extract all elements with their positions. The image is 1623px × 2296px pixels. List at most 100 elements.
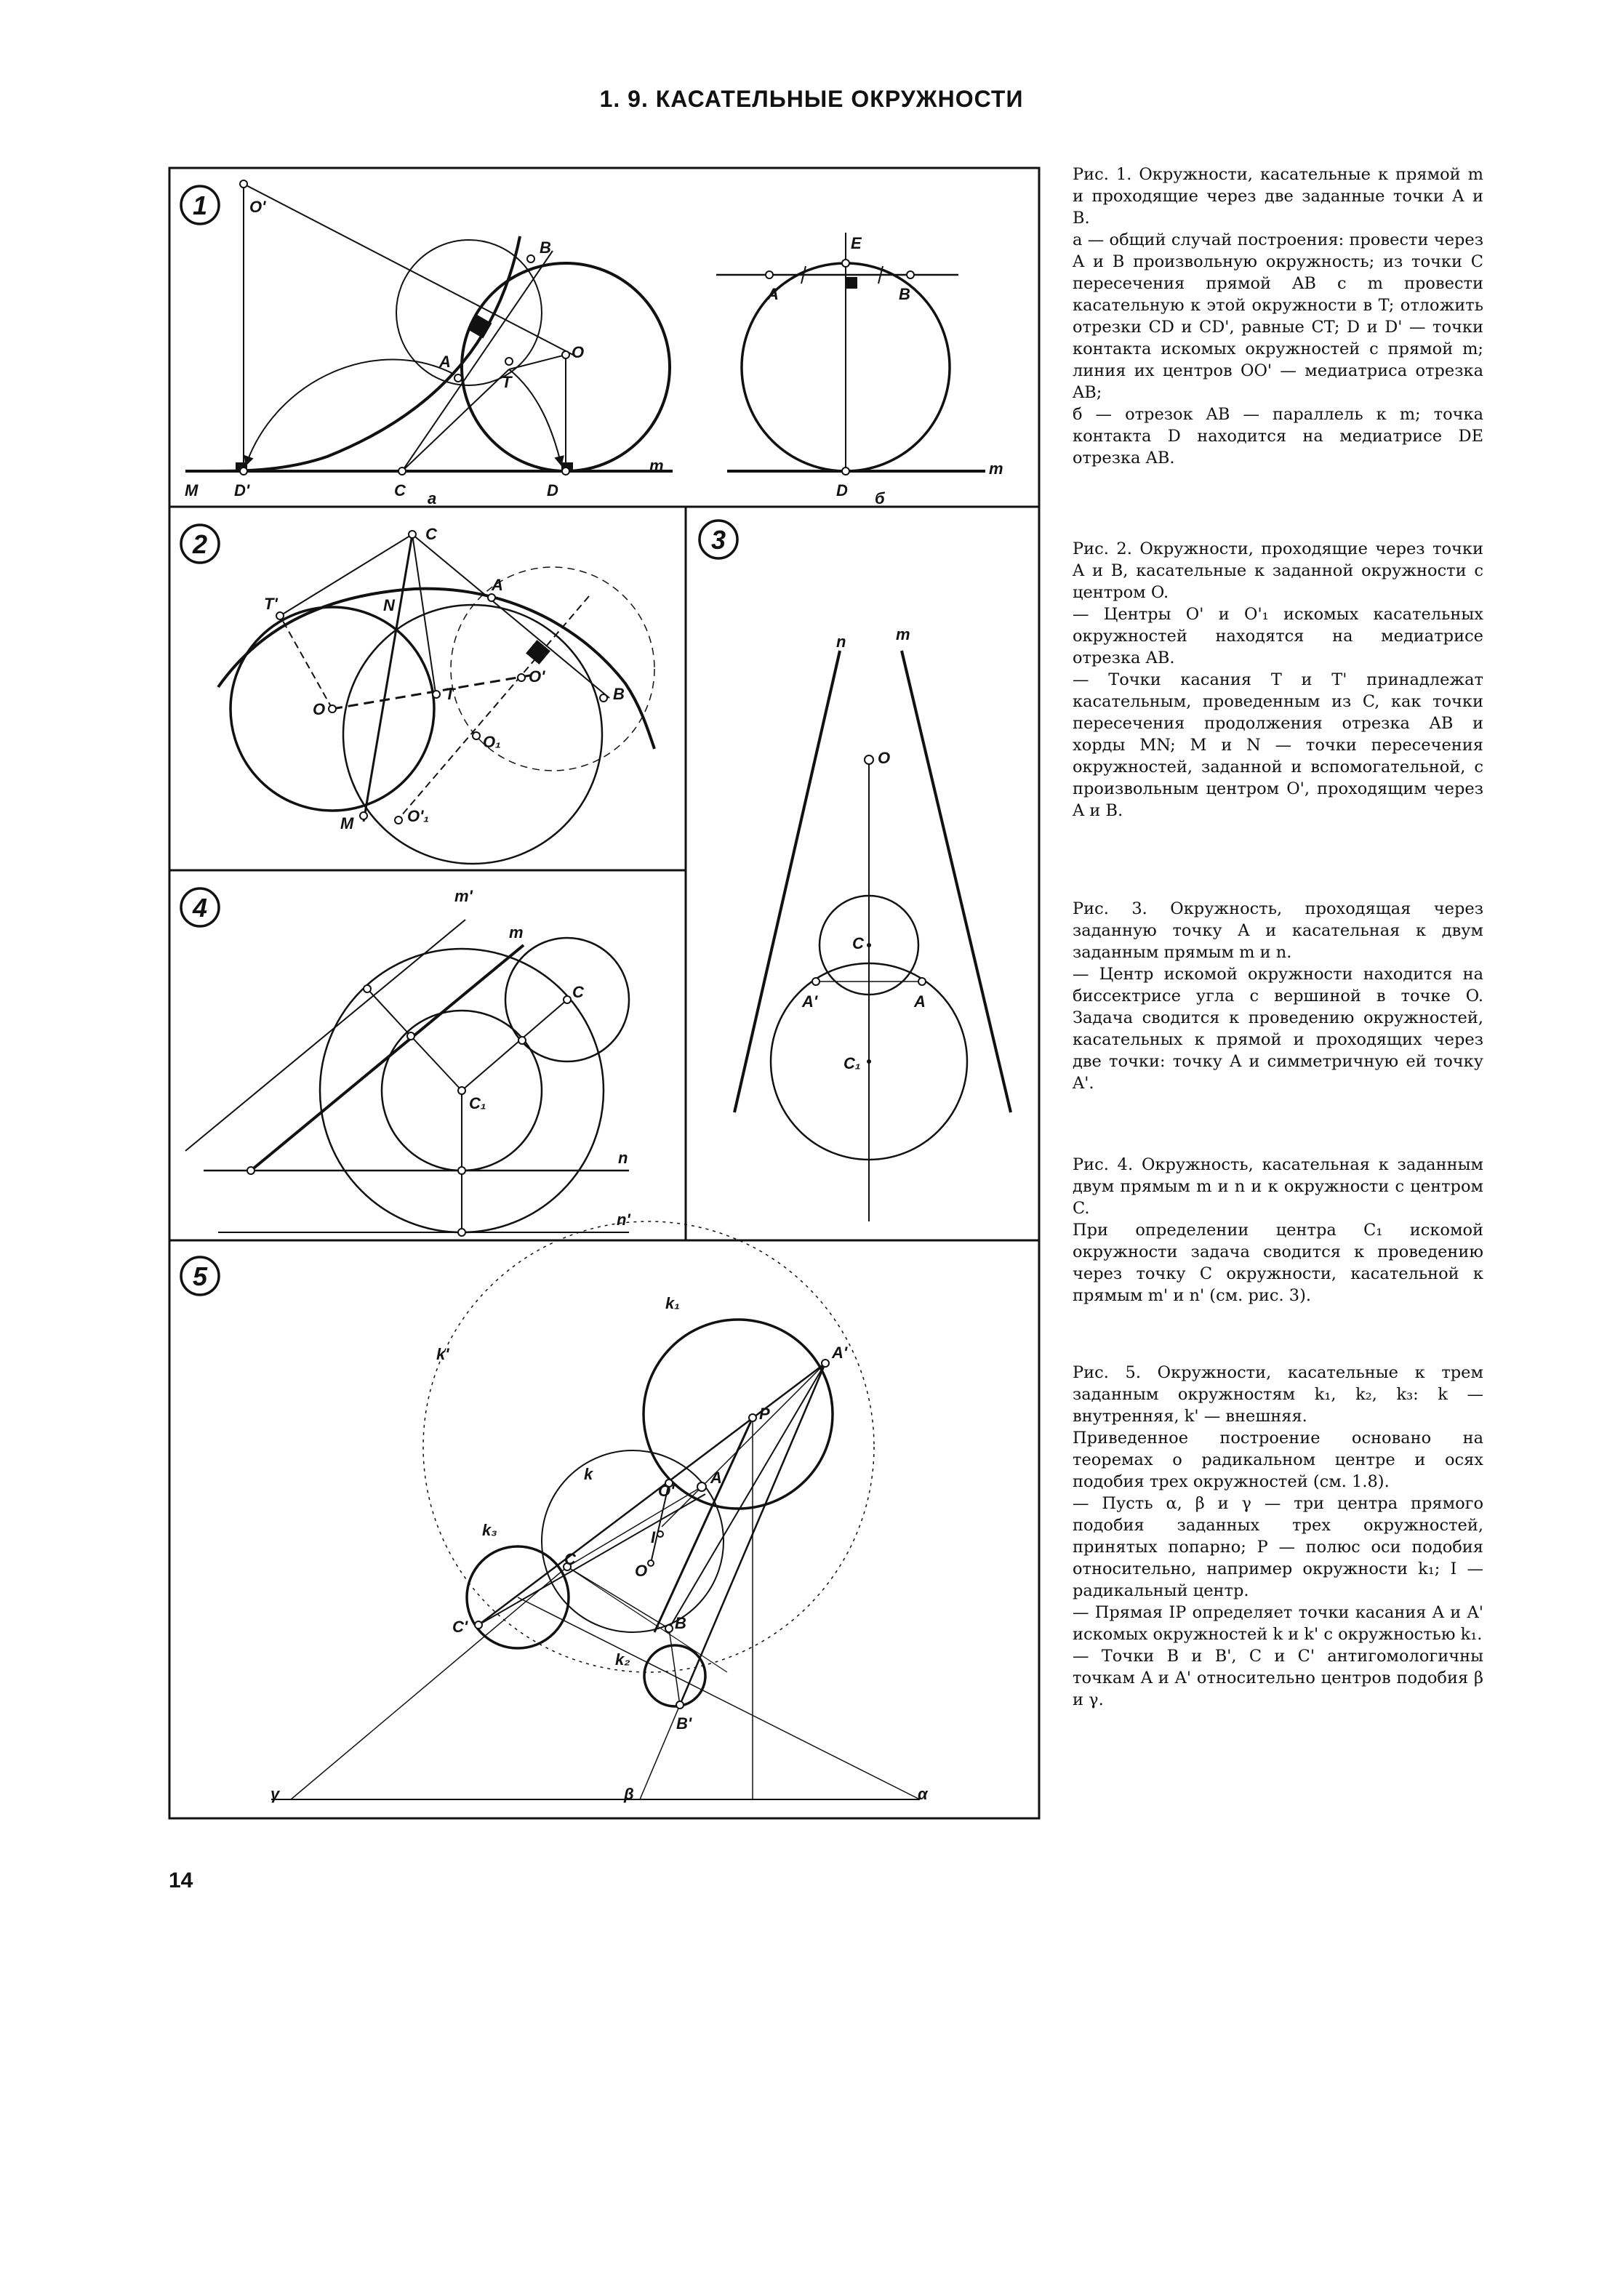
fig1-point-B [526,254,535,263]
fig5-label-k3: k₃ [482,1521,497,1539]
figure-2: 2 [180,523,656,865]
fig2-point-B [599,694,608,702]
fig5-point-P [748,1413,757,1422]
caption-fig4-title: Рис. 4. Окружность, касательная к заданн… [1073,1155,1483,1218]
fig5-point-A [697,1482,707,1492]
fig5-label-A: A [710,1469,722,1487]
fig5-label-k1: k₁ [665,1294,680,1312]
caption-fig5-paragraph: — Прямая IP определяет точки касания A и… [1073,1603,1483,1644]
fig5-point-A-prime [821,1359,830,1368]
figure-5: 5 [180,1221,929,1803]
fig4-label-m: m [509,923,524,942]
fig5-line-beta [639,1704,681,1800]
fig1-point-A [454,374,462,382]
fig5-label-O-prime: O' [658,1482,675,1500]
fig4-point-m-n [247,1166,255,1175]
fig5-line-C-alpha [566,1566,728,1673]
fig2-point-O1 [472,731,481,740]
fig1-label-D: D [547,481,558,499]
fig1-point-C [398,467,406,475]
fig3-line-n [733,650,841,1113]
fig1b-point-E [841,259,850,268]
fig1-point-O [561,350,570,359]
fig4-point-C [563,995,572,1004]
fig1-line-OO-prime [243,183,574,356]
fig4-line-C1-C [461,999,568,1091]
fig1-right-angle-mark [468,314,492,339]
fig1-line-AB-C [401,250,553,472]
fig5-label-k: k [584,1465,594,1483]
fig5-line-C-B [566,1566,670,1629]
fig1b-point-B [906,270,915,279]
fig1-point-T [505,357,513,366]
fig4-circle-C [504,936,630,1063]
fig1b-tick-left [801,265,806,284]
caption-fig2-paragraph: — Точки касания T и T' принадлежат касат… [1073,670,1483,820]
fig3-label-C1: C₁ [843,1054,861,1072]
fig5-label-beta: β [623,1785,634,1803]
fig2-label-T-prime: T' [264,595,278,613]
figure-4: 4 m' m C C₁ [180,887,630,1237]
caption-fig5: Рис. 5. Окружности, касательные к трем з… [1073,1362,1483,1711]
fig4-point-C-mcircle [518,1036,526,1045]
fig5-circle-k-prime [422,1221,875,1673]
figure-2-badge: 2 [180,523,220,564]
figure-1-badge: 1 [180,185,220,225]
fig2-point-T-prime [276,611,284,620]
fig5-circle-k [541,1450,724,1633]
fig5-point-B [665,1624,673,1633]
figure-1: 1 [180,180,1003,507]
fig3-label-n: n [836,633,846,651]
fig2-point-O [328,705,337,713]
caption-fig3: Рис. 3. Окружность, проходящая через зад… [1073,898,1483,1094]
fig5-point-I [657,1530,664,1538]
caption-fig1-paragraph: б — отрезок AB — параллель к m; точка ко… [1073,405,1483,467]
fig2-point-O-prime [517,673,526,682]
fig4-point-tangent-m [406,1032,415,1040]
fig4-label-n-prime: n' [617,1211,630,1229]
fig2-line-C-M [362,534,414,822]
fig4-point-n [457,1166,466,1175]
page-number: 14 [169,1868,193,1892]
fig4-point-C1 [457,1086,466,1095]
fig2-line-C-T [412,534,437,699]
fig4-point-n-prime [457,1228,466,1237]
fig3-circle-C [818,894,920,996]
fig2-dashed-O-T-prime [279,615,333,710]
fig5-point-B-prime [676,1701,684,1709]
fig1b-label-m: m [989,459,1003,478]
fig2-tangent-arc-top [217,587,656,750]
fig5-label-C-prime: C' [452,1618,468,1636]
fig1b-sub-b: б [875,489,886,507]
caption-fig3-paragraph: — Центр искомой окружности находится на … [1073,965,1483,1093]
fig5-point-O-prime [665,1479,673,1488]
caption-fig2-title: Рис. 2. Окружности, проходящие через точ… [1073,539,1483,602]
fig2-line-C-T-prime [279,534,413,617]
fig1b-label-B: B [899,285,910,303]
fig5-circle-k2 [643,1644,707,1708]
fig4-line-mprime-m [366,988,412,1037]
fig3-point-C1 [867,1059,871,1064]
fig1-arc-arrow-right [508,369,564,467]
fig3-label-C: C [852,934,865,952]
fig1-label-O-prime: O' [249,198,266,216]
fig1b-point-A [765,270,774,279]
fig3-point-O [864,755,874,765]
fig4-line-m-prime [185,919,466,1152]
caption-fig1: Рис. 1. Окружности, касательные к прямой… [1073,164,1483,469]
caption-fig5-paragraph: Приведенное построение основано на теоре… [1073,1429,1483,1491]
fig2-label-A: A [491,576,503,594]
caption-fig3-title: Рис. 3. Окружность, проходящая через зад… [1073,899,1483,962]
fig2-label-O1-prime: O'₁ [407,807,429,825]
fig1-line-T-O [508,354,566,370]
figure-frames [168,166,1041,1820]
figure-1-badge-number: 1 [193,190,207,220]
fig5-label-k2: k₂ [615,1650,630,1669]
fig1b-point-D [841,467,850,475]
caption-fig2: Рис. 2. Окружности, проходящие через точ… [1073,538,1483,822]
caption-fig1-paragraph: а — общий случай построения: провести че… [1073,230,1483,402]
figure-4-badge-number: 4 [192,893,207,923]
fig4-label-C1: C₁ [469,1094,486,1112]
fig5-label-C: C [564,1550,577,1568]
